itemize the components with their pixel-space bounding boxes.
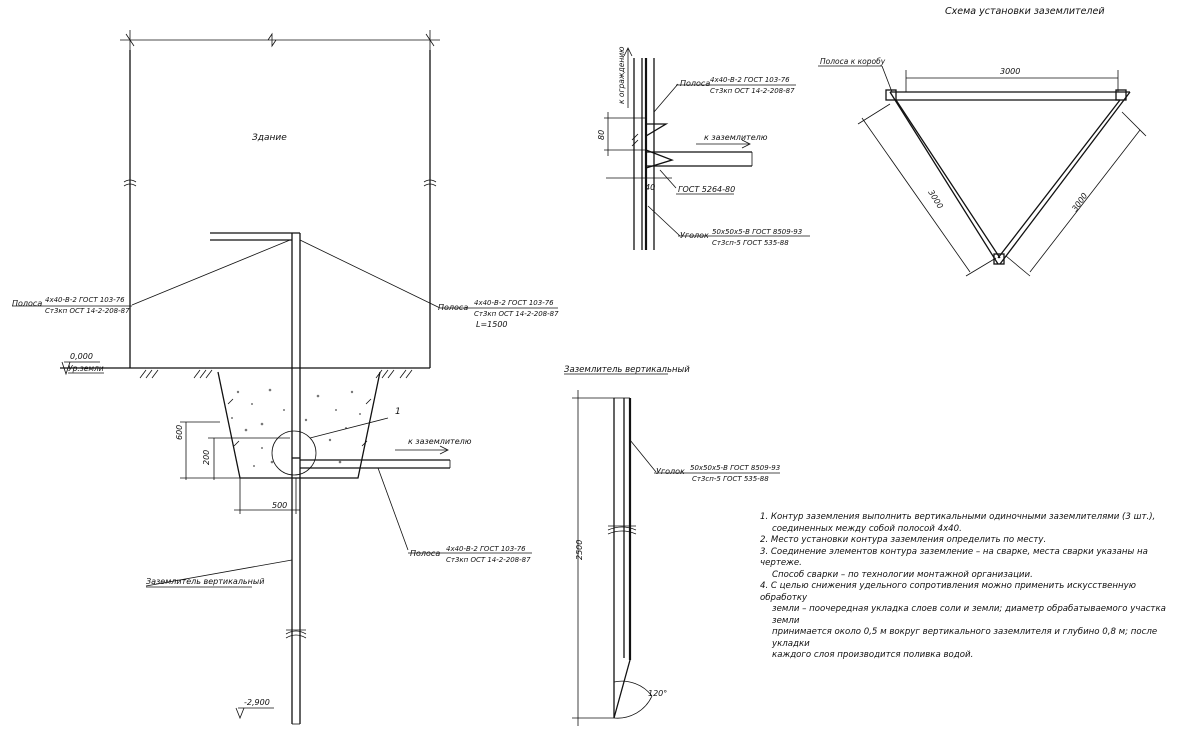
note-line-3: 2. Место установки контура заземления оп… [760, 535, 1047, 545]
strip-spec-bottom-right: Ст3кп ОСТ 14-2-208-87 [474, 310, 559, 318]
electrode-angle-spec-bottom: Ст3сп-5 ГОСТ 535-88 [692, 475, 769, 483]
strip-label-right: Полоса [438, 303, 468, 312]
weld-strip-spec-bottom: Ст3кп ОСТ 14-2-208-87 [710, 87, 795, 95]
strip-spec-top-right: 4х40-В-2 ГОСТ 103-76 [474, 299, 554, 307]
building-label: Здание [252, 133, 287, 143]
installation-scheme: Схема установки заземлителей 3000 3000 3… [818, 6, 1147, 277]
to-grounding-label: к заземлителю [408, 437, 472, 446]
weld-strip-label: Полоса [680, 79, 710, 88]
level-bottom: -2,900 [244, 698, 270, 707]
note-line-4: 3. Соединение элементов контура заземлен… [760, 546, 1148, 569]
dim-500: 500 [272, 501, 287, 510]
strip-length: L=1500 [476, 320, 508, 329]
note-line-5: Способ сварки – по технологии монтажной … [772, 569, 1033, 580]
trench-fill [231, 388, 361, 467]
dim-3000-right: 3000 [1070, 191, 1089, 213]
level-zero: 0,000 [70, 352, 93, 361]
scheme-title: Схема установки заземлителей [945, 6, 1105, 17]
to-grounding-label-2: к заземлителю [704, 133, 768, 142]
building-section: Здание 1 к з [12, 30, 559, 725]
callout-1: 1 [395, 407, 401, 417]
strip-to-box-label: Полоса к коробу [820, 57, 886, 66]
note-line-7: земли – поочередная укладка слоев соли и… [772, 604, 1166, 626]
strip-label-bottom: Полоса [410, 549, 440, 558]
strip-label-left: Полоса [12, 299, 42, 308]
strip-spec-top-bottom: 4х40-В-2 ГОСТ 103-76 [446, 545, 526, 553]
to-enclosure-label: к ограждению [617, 47, 626, 104]
dim-200: 200 [202, 450, 211, 465]
weld-angle-spec-top: 50х50х5-В ГОСТ 8509-93 [712, 228, 802, 236]
electrode-angle-spec-top: 50х50х5-В ГОСТ 8509-93 [690, 464, 780, 472]
note-line-6: 4. С целью снижения удельного сопротивле… [760, 581, 1136, 603]
weld-angle-label: Уголок [680, 231, 709, 240]
weld-detail: к заземлителю к ограждению 80 40 Полоса … [597, 47, 810, 250]
note-line-1: 1. Контур заземления выполнить вертикаль… [760, 512, 1156, 522]
note-line-8: принимается около 0,5 м вокруг вертикаль… [772, 627, 1158, 649]
note-line-9: каждого слоя производится поливка водой. [772, 650, 974, 660]
weld-angle-spec-bottom: Ст3сп-5 ГОСТ 535-88 [712, 239, 789, 247]
dim-40: 40 [645, 183, 655, 192]
dim-3000-left: 3000 [926, 188, 944, 210]
dim-3000-top: 3000 [1000, 67, 1020, 76]
angle-120: 120° [648, 689, 667, 698]
dim-2500: 2500 [575, 540, 584, 560]
vertical-electrode-title: Заземлитель вертикальный [564, 365, 690, 375]
note-line-2: соединенных между собой полосой 4х40. [772, 523, 962, 534]
strip-spec-bottom-bottom: Ст3кп ОСТ 14-2-208-87 [446, 556, 531, 564]
notes-block: 1. Контур заземления выполнить вертикаль… [760, 512, 1180, 662]
dim-80: 80 [597, 130, 606, 140]
electrode-angle-label: Уголок [656, 467, 685, 476]
level-ground: Ур.земли [68, 364, 104, 373]
dim-600: 600 [175, 425, 184, 440]
weld-strip-spec-top: 4х40-В-2 ГОСТ 103-76 [710, 76, 790, 84]
strip-spec-bottom-left: Ст3кп ОСТ 14-2-208-87 [45, 307, 130, 315]
strip-spec-top-left: 4х40-В-2 ГОСТ 103-76 [45, 296, 125, 304]
vertical-electrode-label: Заземлитель вертикальный [146, 577, 264, 586]
vertical-electrode-detail: Заземлитель вертикальный 120° 2500 Уголо… [564, 365, 780, 726]
gost-weld: ГОСТ 5264-80 [678, 185, 735, 194]
